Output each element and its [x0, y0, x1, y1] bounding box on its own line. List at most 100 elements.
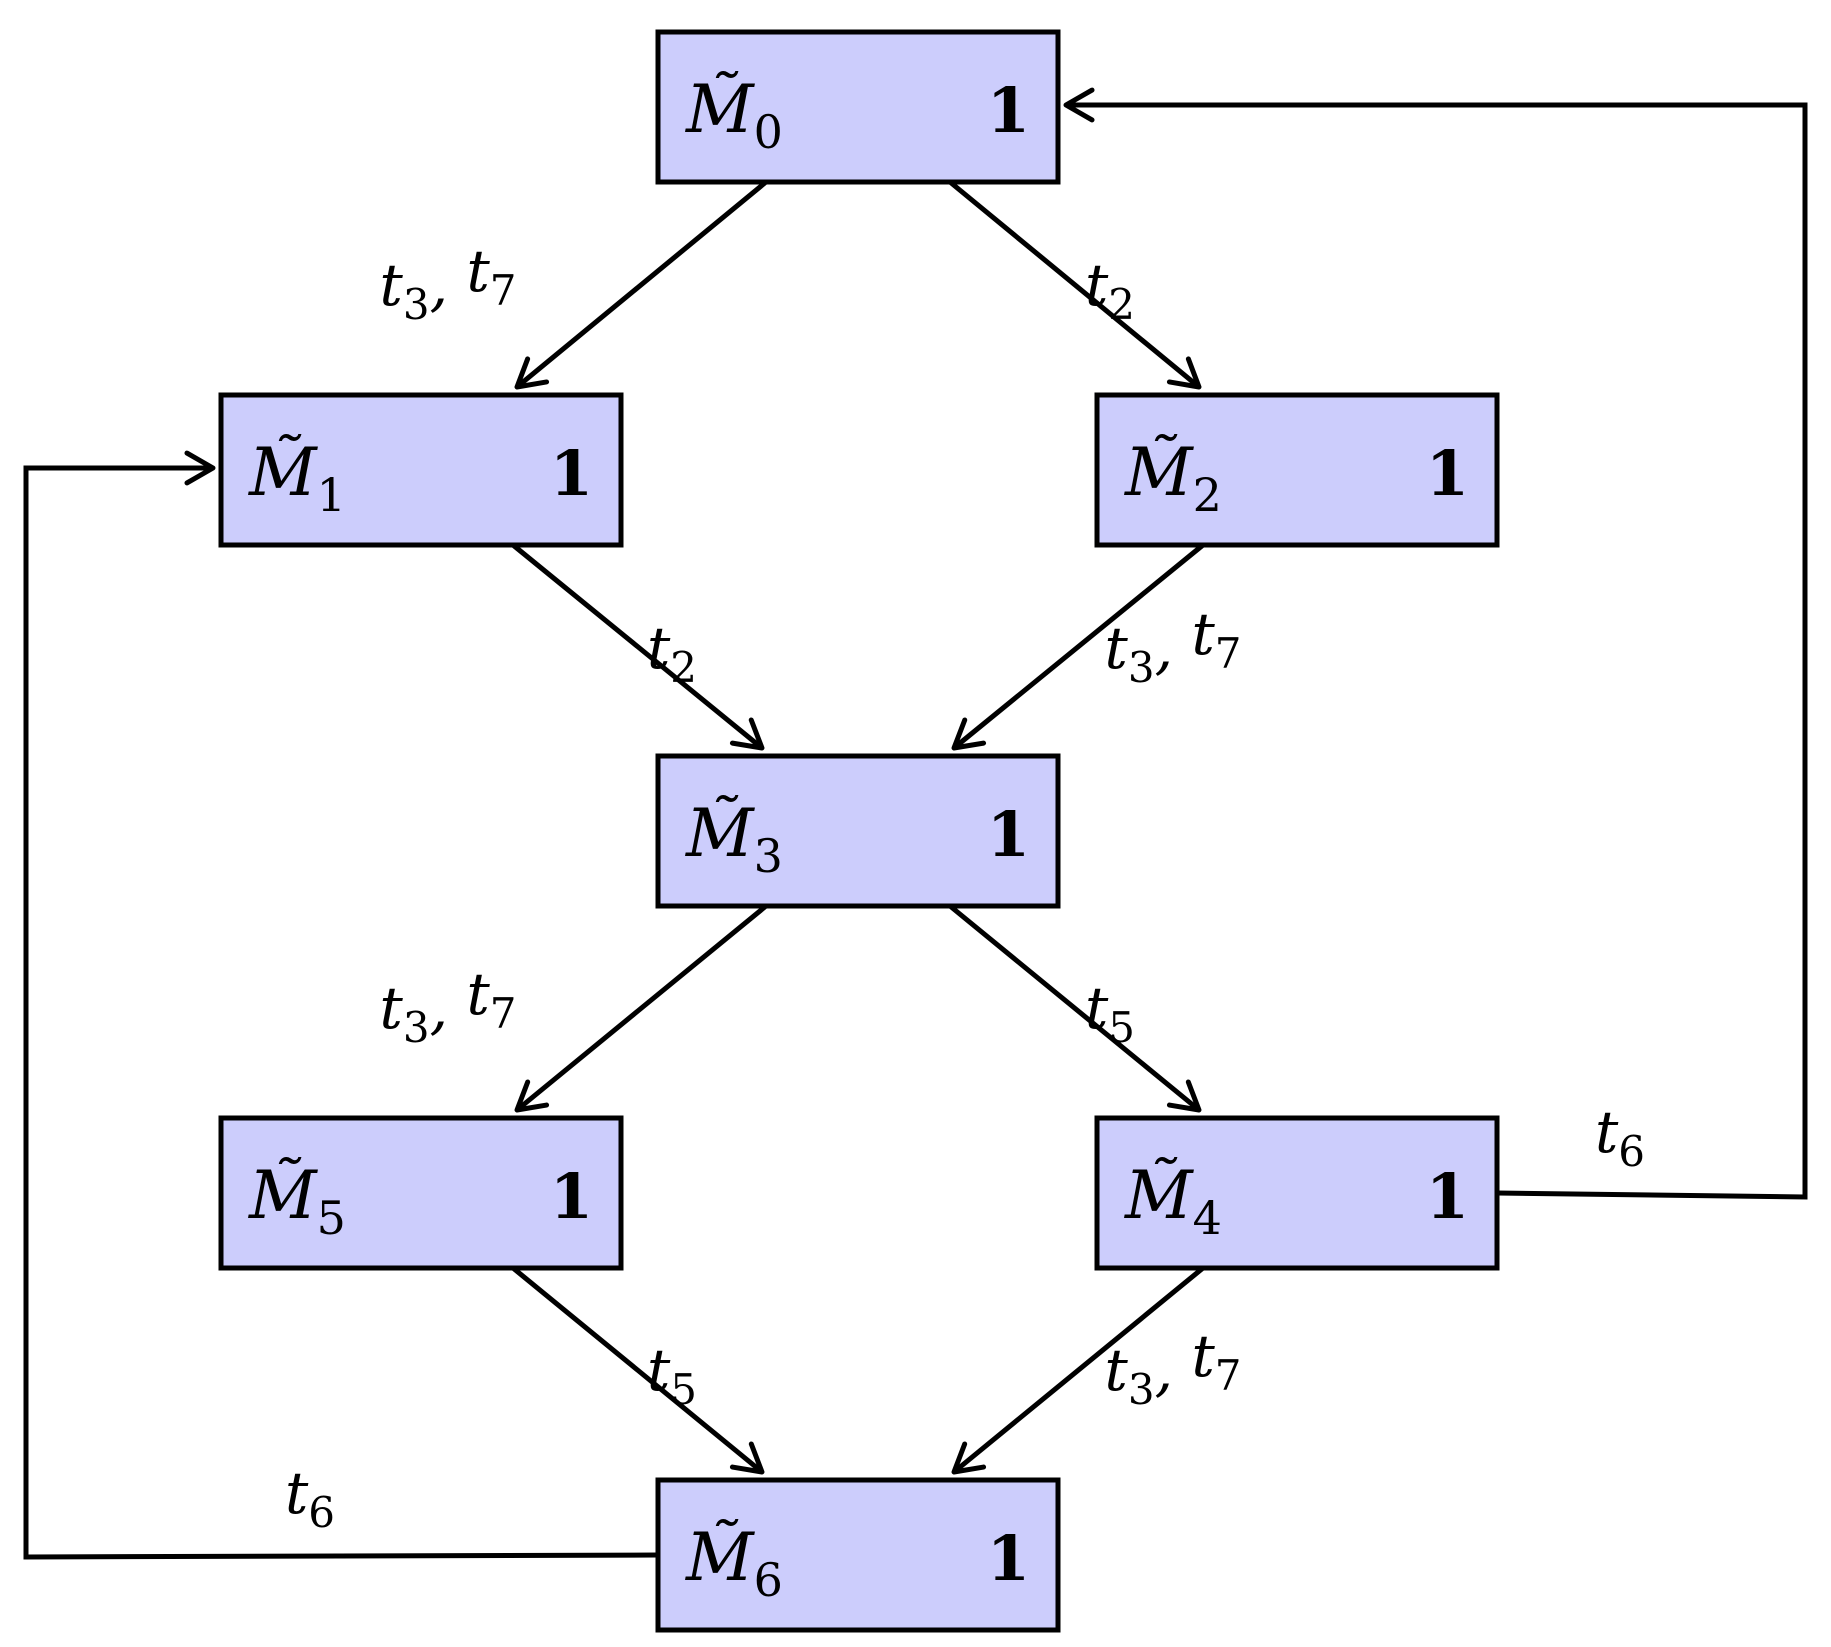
node-m2: M̃2 1: [1094, 392, 1500, 548]
label-text: t: [466, 960, 490, 1028]
node-box: [1094, 392, 1500, 548]
node-symbol: M̃: [248, 434, 318, 511]
node-subscript: 2: [1193, 468, 1222, 522]
node-m5: M̃5 1: [218, 1115, 624, 1271]
label-text: t: [647, 614, 671, 682]
edge-m4-m0: [1063, 87, 1808, 1200]
edge-label: t5: [647, 1336, 697, 1414]
arrowhead: [951, 1441, 987, 1475]
label-text: t: [285, 1459, 309, 1527]
arrowhead: [184, 450, 216, 486]
node-subscript: 3: [754, 829, 783, 883]
node-m0: M̃0 1: [655, 29, 1061, 185]
edges-layer: [23, 87, 1808, 1560]
edge-line: [515, 180, 768, 389]
edge-line: [952, 1266, 1205, 1474]
arrowhead: [514, 356, 550, 390]
node-value: 1: [987, 1522, 1030, 1595]
edge-line: [511, 1266, 764, 1474]
node-label: M̃6: [685, 1519, 783, 1607]
arrowhead: [1166, 356, 1202, 390]
node-label: M̃5: [248, 1157, 346, 1245]
label-text: t: [1085, 251, 1109, 319]
node-m6: M̃6 1: [655, 1477, 1061, 1633]
node-label: M̃0: [685, 71, 783, 159]
arrowhead: [514, 1079, 550, 1113]
label-text: t: [1105, 614, 1129, 682]
label-text: t: [1105, 1336, 1129, 1404]
node-m4: M̃4 1: [1094, 1115, 1500, 1271]
node-box: [655, 29, 1061, 185]
label-subscript: 7: [1215, 629, 1242, 678]
edge-m3-m5: [514, 904, 768, 1113]
node-subscript: 1: [317, 468, 346, 522]
label-text: ,: [430, 974, 467, 1042]
edge-line: [23, 465, 659, 1560]
label-subscript: 2: [670, 643, 697, 692]
edge-label: t6: [285, 1459, 335, 1537]
label-text: t: [1085, 974, 1109, 1042]
node-label: M̃4: [1124, 1157, 1222, 1245]
node-symbol: M̃: [248, 1157, 318, 1234]
edge-line: [948, 180, 1201, 389]
label-text: ,: [1155, 1336, 1192, 1404]
label-subscript: 6: [1618, 1127, 1645, 1176]
node-box: [655, 1477, 1061, 1633]
label-subscript: 6: [308, 1488, 335, 1537]
node-symbol: M̃: [1124, 434, 1194, 511]
edge-label: t5: [1085, 974, 1135, 1052]
label-subscript: 3: [1128, 643, 1155, 692]
node-subscript: 5: [317, 1191, 346, 1245]
arrowhead: [1166, 1079, 1202, 1113]
edge-m0-m2: [948, 180, 1202, 390]
edge-label: t3, t7: [380, 237, 517, 329]
edge-line: [952, 543, 1205, 750]
edge-m2-m3: [951, 543, 1205, 751]
label-subscript: 3: [1128, 1365, 1155, 1414]
edge-label: t3, t7: [380, 960, 517, 1052]
edge-label: t6: [1595, 1098, 1645, 1176]
label-subscript: 3: [403, 280, 430, 329]
label-text: t: [647, 1336, 671, 1404]
label-text: t: [466, 237, 490, 305]
node-value: 1: [987, 74, 1030, 147]
edge-line: [1066, 102, 1808, 1200]
node-label: M̃1: [248, 434, 346, 522]
label-subscript: 5: [670, 1365, 697, 1414]
edge-label: t2: [1085, 251, 1135, 329]
node-label: M̃3: [685, 795, 783, 883]
node-box: [218, 392, 624, 548]
label-subscript: 5: [1108, 1003, 1135, 1052]
node-subscript: 4: [1193, 1191, 1222, 1245]
label-subscript: 7: [490, 266, 517, 315]
node-box: [218, 1115, 624, 1271]
label-subscript: 3: [403, 1003, 430, 1052]
label-text: t: [1191, 600, 1215, 668]
node-symbol: M̃: [685, 71, 755, 148]
node-value: 1: [550, 1160, 593, 1233]
edge-label: t3, t7: [1105, 1322, 1242, 1414]
edge-line: [948, 904, 1201, 1112]
node-symbol: M̃: [685, 1519, 755, 1596]
label-subscript: 2: [1108, 280, 1135, 329]
node-label: M̃2: [1124, 434, 1222, 522]
edge-m0-m1: [514, 180, 768, 390]
edge-label: t3, t7: [1105, 600, 1242, 692]
label-subscript: 7: [1215, 1351, 1242, 1400]
label-text: ,: [430, 251, 467, 319]
arrowhead: [1063, 87, 1095, 123]
edge-m6-m1: [23, 450, 659, 1560]
node-value: 1: [1426, 1160, 1469, 1233]
node-value: 1: [987, 798, 1030, 871]
label-text: t: [380, 251, 404, 319]
arrowhead: [729, 717, 765, 751]
edge-m4-m6: [951, 1266, 1205, 1475]
edge-label: t2: [647, 614, 697, 692]
node-m3: M̃3 1: [655, 753, 1061, 909]
node-value: 1: [1426, 437, 1469, 510]
edge-m5-m6: [511, 1266, 765, 1475]
